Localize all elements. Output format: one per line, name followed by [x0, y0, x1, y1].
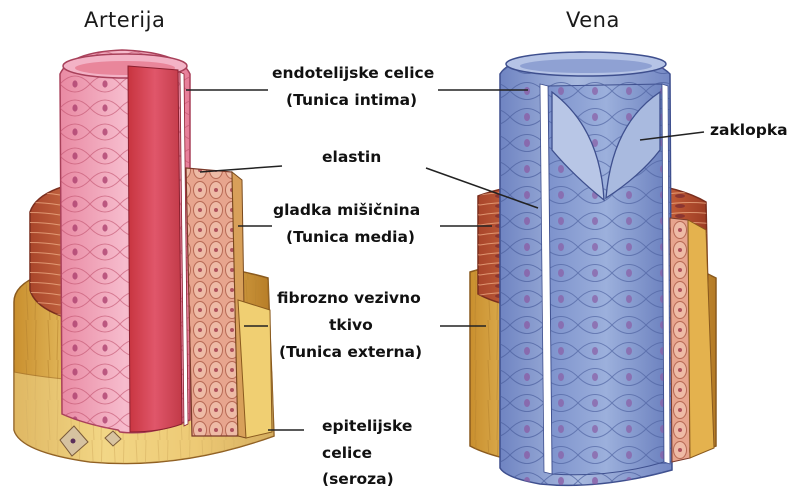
label-endothelial-cells: endotelijske celice	[272, 66, 434, 82]
leader-elastin-artery	[200, 166, 282, 172]
vein-title: Vena	[566, 8, 620, 32]
label-tunica-media: (Tunica media)	[286, 230, 415, 246]
vein-vessel	[470, 52, 716, 485]
label-cells: celice	[322, 446, 372, 462]
label-tunica-externa: (Tunica externa)	[279, 345, 422, 361]
label-epithelial: epitelijske	[322, 419, 412, 435]
label-valve: zaklopka	[710, 123, 788, 139]
artery-vessel	[14, 50, 274, 464]
label-serosa: (seroza)	[322, 472, 394, 488]
artery-title: Arterija	[84, 8, 165, 32]
label-fibrous-tissue: tkivo	[329, 318, 373, 334]
label-smooth-muscle: gladka mišičnina	[273, 203, 420, 219]
label-fibrous-connective: fibrozno vezivno	[277, 291, 421, 307]
label-tunica-intima: (Tunica intima)	[286, 93, 417, 109]
label-elastin: elastin	[322, 150, 381, 166]
